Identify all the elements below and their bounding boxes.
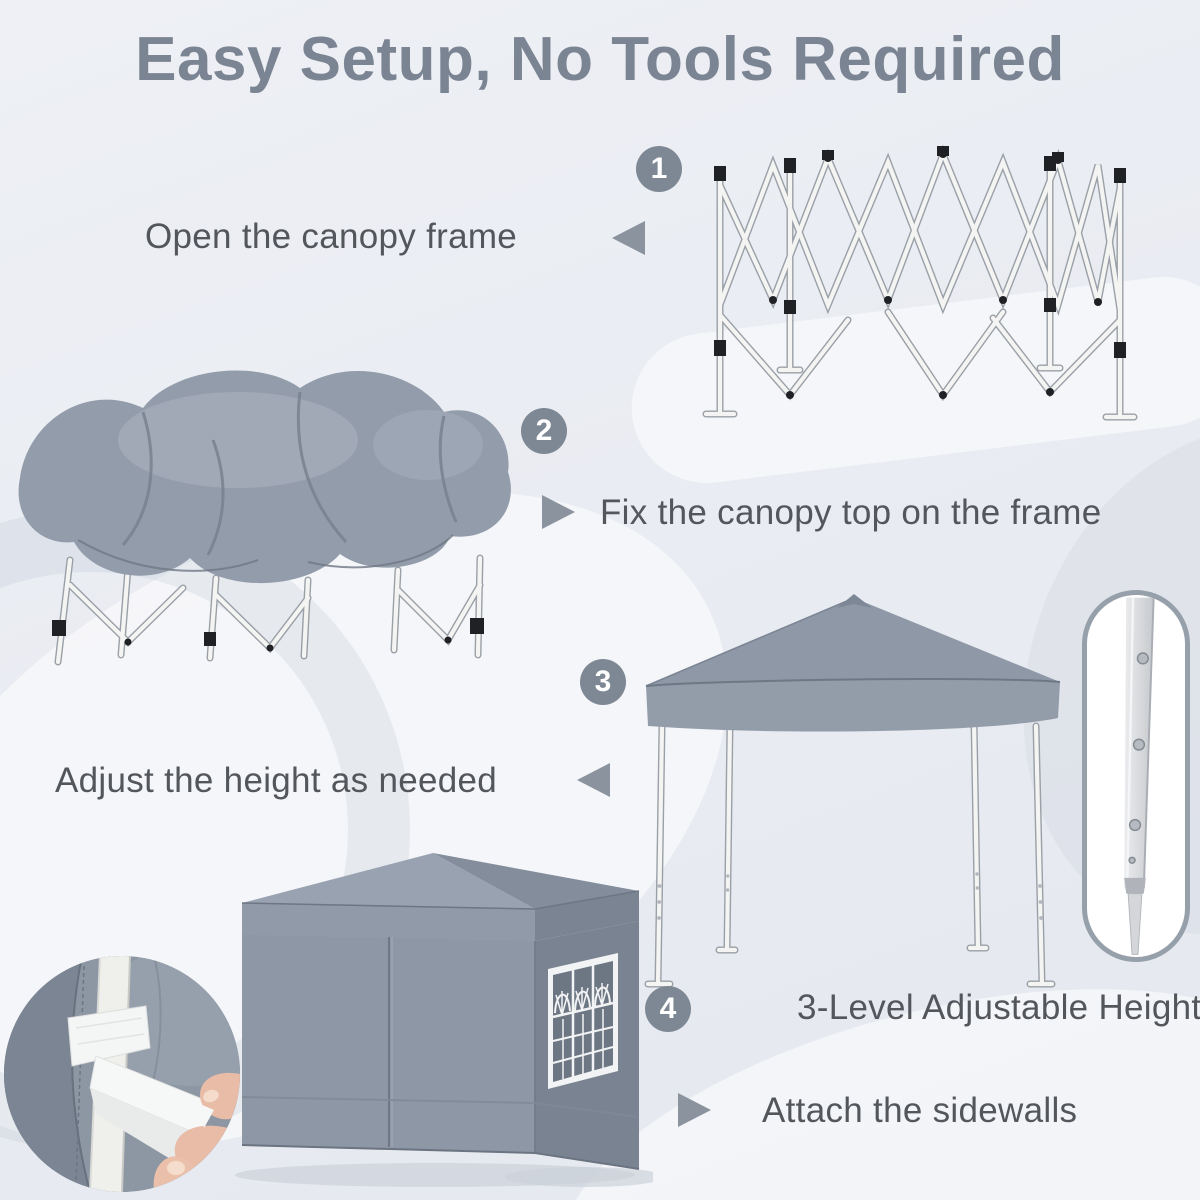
step-3-label: Adjust the height as needed xyxy=(55,761,498,800)
step-1-badge: 1 xyxy=(636,146,682,192)
frame-struts xyxy=(702,144,1138,421)
height-adjust-canopy-illustration xyxy=(644,594,1061,988)
leg-closeup-inset xyxy=(1082,590,1190,962)
step-4-badge: 4 xyxy=(645,986,691,1032)
canopy-fabric xyxy=(18,370,511,584)
arrow-left-icon xyxy=(577,763,610,797)
arrow-left-icon xyxy=(612,221,645,255)
adjustable-leg-illustration xyxy=(1124,597,1155,955)
canopy-roof xyxy=(645,594,1061,732)
strap-tip xyxy=(200,1104,214,1128)
step-3-badge: 3 xyxy=(580,659,626,705)
frame-corner-connectors xyxy=(714,146,1126,399)
sidewall-seam xyxy=(241,1096,640,1118)
sidewall-window xyxy=(548,953,618,1089)
velcro-strap-illustration xyxy=(4,956,240,1192)
tent-roof xyxy=(241,853,640,945)
draped-canopy-illustration xyxy=(18,370,511,666)
canopy-legs xyxy=(644,716,1056,988)
frame-legs xyxy=(52,554,484,666)
arrow-right-icon xyxy=(542,495,575,529)
step-4-label: 3-Level Adjustable Height xyxy=(797,988,1200,1027)
velcro-strap xyxy=(67,1005,211,1160)
arrow-right-icon xyxy=(678,1093,711,1127)
page-title: Easy Setup, No Tools Required xyxy=(135,25,1065,94)
step-4-label-2: Attach the sidewalls xyxy=(762,1091,1078,1130)
height-adjustment-holes xyxy=(1128,652,1149,864)
leg-joint xyxy=(1124,877,1146,894)
step-2-label: Fix the canopy top on the frame xyxy=(600,493,1102,532)
velcro-closeup-inset xyxy=(4,956,240,1192)
step-2-badge: 2 xyxy=(521,408,567,454)
leg-lower-segment xyxy=(1127,893,1143,955)
step-1-label: Open the canopy frame xyxy=(145,217,518,256)
leg-adjustment-holes xyxy=(657,872,1043,920)
folded-frame-illustration xyxy=(702,144,1138,421)
sidewall-fabric-fold xyxy=(4,956,90,1192)
tent-illustration xyxy=(235,853,653,1187)
